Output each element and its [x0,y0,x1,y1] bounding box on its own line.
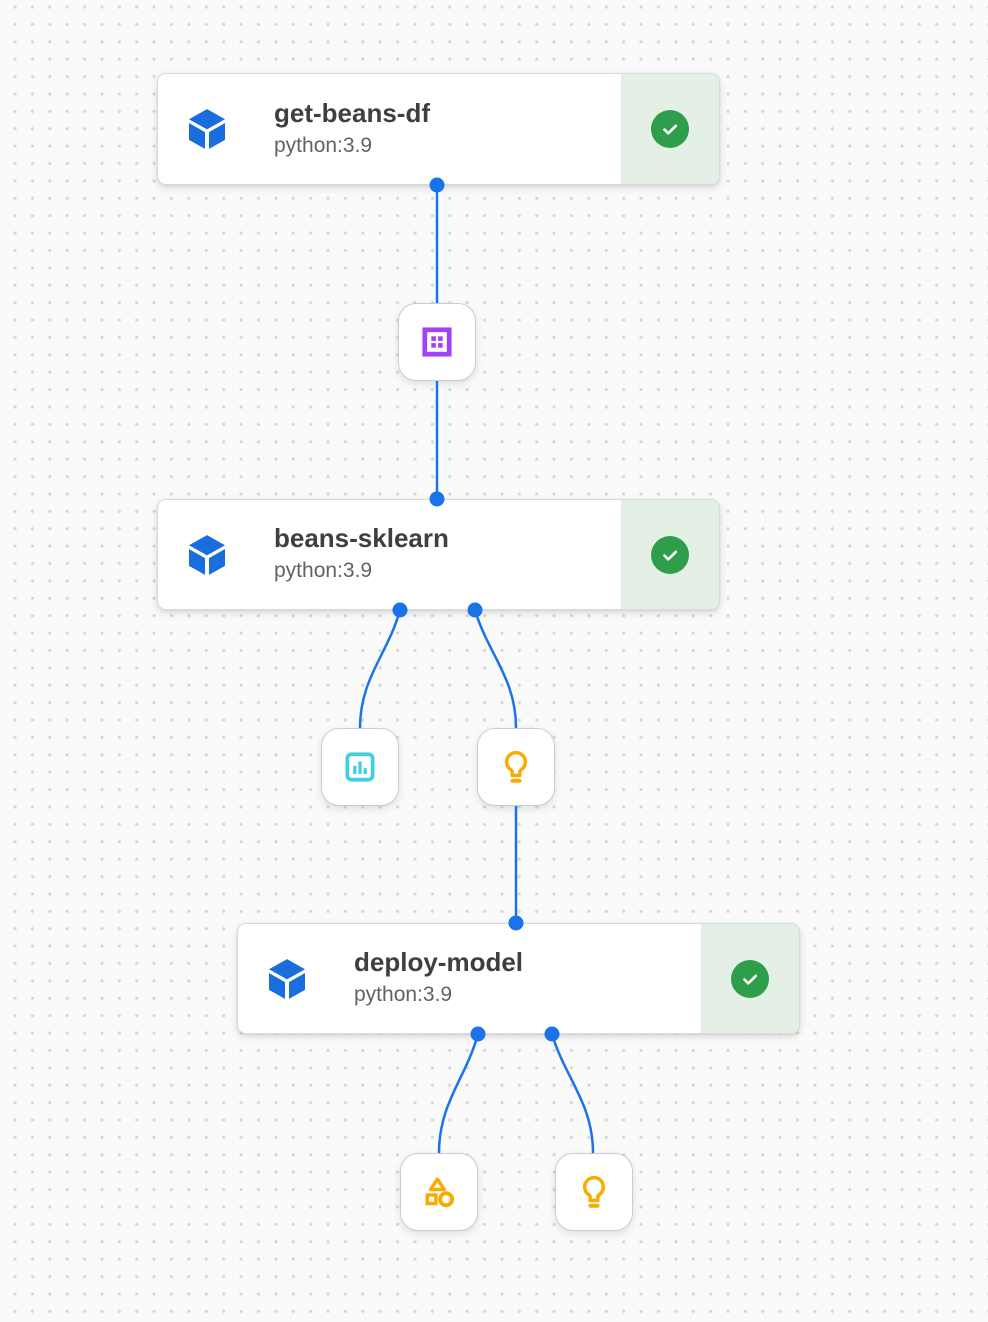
node-body: beans-sklearn python:3.9 [158,500,621,609]
pipeline-node-deploy-model[interactable]: deploy-model python:3.9 [237,923,800,1034]
node-subtitle: python:3.9 [274,559,373,583]
status-panel [621,74,719,184]
edge-beanssklearn-to-model [473,609,518,729]
node-title: beans-sklearn [274,523,449,554]
artifact-node-model-2[interactable] [555,1153,633,1231]
success-check-icon [651,535,689,574]
component-cube-icon [184,106,230,152]
node-title: deploy-model [354,947,524,978]
pipeline-node-get-beans-df[interactable]: get-beans-df python:3.9 [157,73,720,185]
dataset-icon [418,323,456,361]
lightbulb-icon [575,1173,613,1211]
metrics-icon [341,748,379,786]
status-panel [701,924,799,1033]
node-body: deploy-model python:3.9 [238,924,701,1033]
pipeline-node-beans-sklearn[interactable]: beans-sklearn python:3.9 [157,499,720,610]
edge-deploymodel-to-model2 [550,1033,595,1154]
status-panel [621,500,719,609]
edge-beanssklearn-to-metrics [358,609,402,729]
component-cube-icon [264,956,310,1002]
node-subtitle: python:3.9 [354,983,453,1007]
artifact-node-model-1[interactable] [477,728,555,806]
edge-deploymodel-to-generic [437,1033,480,1154]
artifact-node-metrics[interactable] [321,728,399,806]
component-cube-icon [184,532,230,578]
lightbulb-icon [497,748,535,786]
artifact-node-dataset[interactable] [398,303,476,381]
success-check-icon [651,110,689,148]
success-check-icon [731,959,769,998]
node-title: get-beans-df [274,97,430,128]
artifact-node-generic[interactable] [400,1153,478,1231]
shapes-icon [420,1173,458,1211]
node-body: get-beans-df python:3.9 [158,74,621,184]
node-subtitle: python:3.9 [274,133,373,157]
